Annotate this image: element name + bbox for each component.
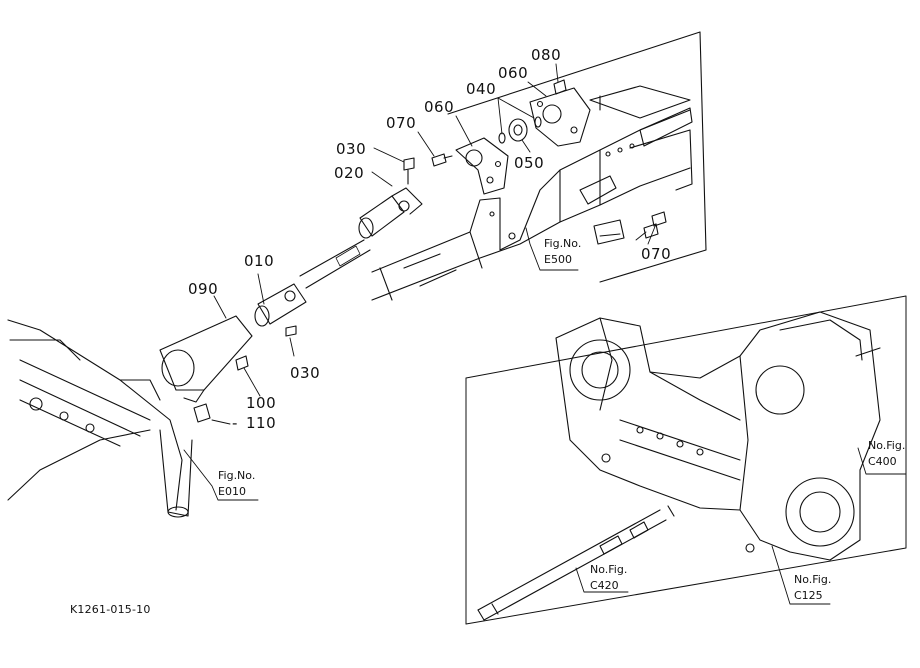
universal-joint-020 bbox=[358, 187, 423, 239]
label-part-030-lower: 030 bbox=[290, 364, 321, 382]
label-dash-110: - bbox=[232, 414, 238, 432]
cover-090 bbox=[159, 315, 253, 403]
bracket-060-left bbox=[455, 137, 509, 195]
label-part-060-left: 060 bbox=[424, 98, 455, 116]
drawing-code: K1261-015-10 bbox=[70, 603, 151, 616]
snap-rings-040 bbox=[498, 116, 542, 144]
fig-ref-c420-label: No.Fig. bbox=[590, 563, 628, 576]
shaft-c420 bbox=[477, 505, 675, 621]
frame-rail-e500 bbox=[371, 85, 693, 301]
label-part-050: 050 bbox=[514, 154, 545, 172]
bearing-050 bbox=[508, 118, 528, 142]
axle-housing-e010 bbox=[7, 319, 193, 518]
label-part-080: 080 bbox=[531, 46, 562, 64]
transmission-housing bbox=[555, 311, 881, 561]
fig-ref-e010-number: E010 bbox=[218, 485, 246, 498]
fig-ref-c125-label: No.Fig. bbox=[794, 573, 832, 586]
label-part-010: 010 bbox=[244, 252, 275, 270]
label-part-030-upper: 030 bbox=[336, 140, 367, 158]
label-part-020: 020 bbox=[334, 164, 365, 182]
fig-ref-c400-label: No.Fig. bbox=[868, 439, 906, 452]
label-part-100: 100 bbox=[246, 394, 277, 412]
label-part-040: 040 bbox=[466, 80, 497, 98]
fig-ref-c420-number: C420 bbox=[590, 579, 619, 592]
steering-shaft bbox=[299, 239, 371, 289]
upper-frame-box bbox=[447, 31, 707, 283]
fig-ref-c125-number: C125 bbox=[794, 589, 823, 602]
label-part-070-upper: 070 bbox=[386, 114, 417, 132]
leader-lines bbox=[183, 63, 907, 605]
fig-ref-c400-number: C400 bbox=[868, 455, 897, 468]
label-part-090: 090 bbox=[188, 280, 219, 298]
fig-ref-c420[interactable]: No.Fig. C420 bbox=[590, 564, 627, 591]
bolts bbox=[235, 79, 667, 371]
fig-ref-e500[interactable]: Fig.No. E500 bbox=[544, 238, 581, 265]
bracket-060-right bbox=[529, 87, 591, 147]
fig-ref-e010-label: Fig.No. bbox=[218, 469, 256, 482]
fig-ref-e500-label: Fig.No. bbox=[544, 237, 582, 250]
fig-ref-c400[interactable]: No.Fig. C400 bbox=[868, 440, 905, 467]
label-part-060-right: 060 bbox=[498, 64, 529, 82]
universal-joint-010 bbox=[254, 283, 307, 327]
fig-ref-e500-number: E500 bbox=[544, 253, 572, 266]
label-part-070-lower: 070 bbox=[641, 245, 672, 263]
label-part-110: 110 bbox=[246, 414, 277, 432]
fig-ref-e010[interactable]: Fig.No. E010 bbox=[218, 470, 255, 497]
clip-110 bbox=[193, 403, 211, 423]
fig-ref-c125[interactable]: No.Fig. C125 bbox=[794, 574, 831, 601]
lower-frame-box bbox=[465, 295, 907, 625]
